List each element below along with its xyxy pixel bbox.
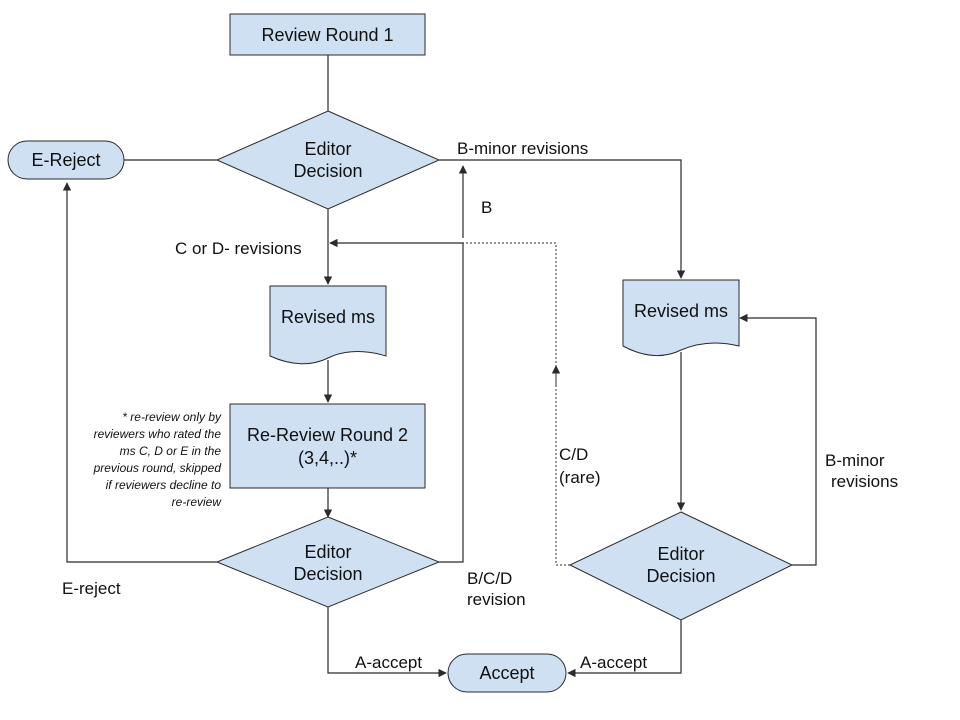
footnote-line-1: * re-review only by xyxy=(122,410,222,424)
label-c-or-d-revisions: C or D- revisions xyxy=(175,239,302,258)
label-b-minor-right-line1: B-minor xyxy=(825,451,885,470)
editor-decision-3-line2: Decision xyxy=(646,566,715,586)
label-b-minor-revisions-top: B-minor revisions xyxy=(457,139,588,158)
rereview-footnote: * re-review only by reviewers who rated … xyxy=(93,410,223,509)
review-round-1-label: Review Round 1 xyxy=(261,25,393,45)
footnote-line-2: reviewers who rated the xyxy=(94,427,222,441)
editor-decision-3-line1: Editor xyxy=(657,544,704,564)
editor-decision-1-line2: Decision xyxy=(293,161,362,181)
node-review-round-1: Review Round 1 xyxy=(229,13,426,56)
node-revised-ms-left: Revised ms xyxy=(269,285,387,365)
footnote-line-3: ms C, D or E in the xyxy=(120,444,222,458)
edge-decision3-loop xyxy=(739,313,817,566)
connectors xyxy=(62,55,817,678)
edge-labels: B-minor revisions B C or D- revisions C/… xyxy=(62,139,898,672)
node-e-reject: E-Reject xyxy=(7,140,125,180)
node-editor-decision-3: Editor Decision xyxy=(568,511,794,621)
edge-decision2-to-ereject xyxy=(62,182,217,563)
accept-label: Accept xyxy=(479,663,534,683)
label-bcd-line2: revision xyxy=(467,590,526,609)
label-e-reject-lower: E-reject xyxy=(62,579,121,598)
label-a-accept-left: A-accept xyxy=(355,653,422,672)
footnote-line-4: previous round, skipped xyxy=(93,461,222,475)
label-a-accept-right: A-accept xyxy=(580,653,647,672)
node-revised-ms-right: Revised ms xyxy=(622,279,740,356)
edge-decision2-loop-back xyxy=(329,238,464,563)
rereview-line2: (3,4,..)* xyxy=(298,448,357,468)
footnote-line-5: if reviewers decline to xyxy=(106,478,222,492)
node-editor-decision-1: Editor Decision xyxy=(215,110,441,210)
node-editor-decision-2: Editor Decision xyxy=(215,516,441,608)
node-rereview-round-2: Re-Review Round 2 (3,4,..)* xyxy=(229,403,426,489)
edge-decision1-to-revised-right xyxy=(439,159,686,279)
e-reject-label: E-Reject xyxy=(31,150,100,170)
edge-decision3-cd-rare xyxy=(463,242,570,566)
label-bcd-line1: B/C/D xyxy=(467,569,512,588)
editor-decision-1-line1: Editor xyxy=(304,139,351,159)
revised-ms-right-label: Revised ms xyxy=(634,301,728,321)
rereview-line1: Re-Review Round 2 xyxy=(247,425,408,445)
footnote-line-6: re-review xyxy=(172,495,223,509)
edge-decision3-to-accept xyxy=(567,620,682,678)
node-accept: Accept xyxy=(447,653,567,693)
label-b-minor-right-line2: revisions xyxy=(831,472,898,491)
label-cd-line1: C/D xyxy=(559,445,588,464)
label-cd-line2: (rare) xyxy=(559,468,601,487)
revised-ms-left-label: Revised ms xyxy=(281,307,375,327)
editor-decision-2-line2: Decision xyxy=(293,564,362,584)
editor-decision-2-line1: Editor xyxy=(304,542,351,562)
edge-decision2-to-accept xyxy=(327,607,447,678)
label-b: B xyxy=(481,198,492,217)
